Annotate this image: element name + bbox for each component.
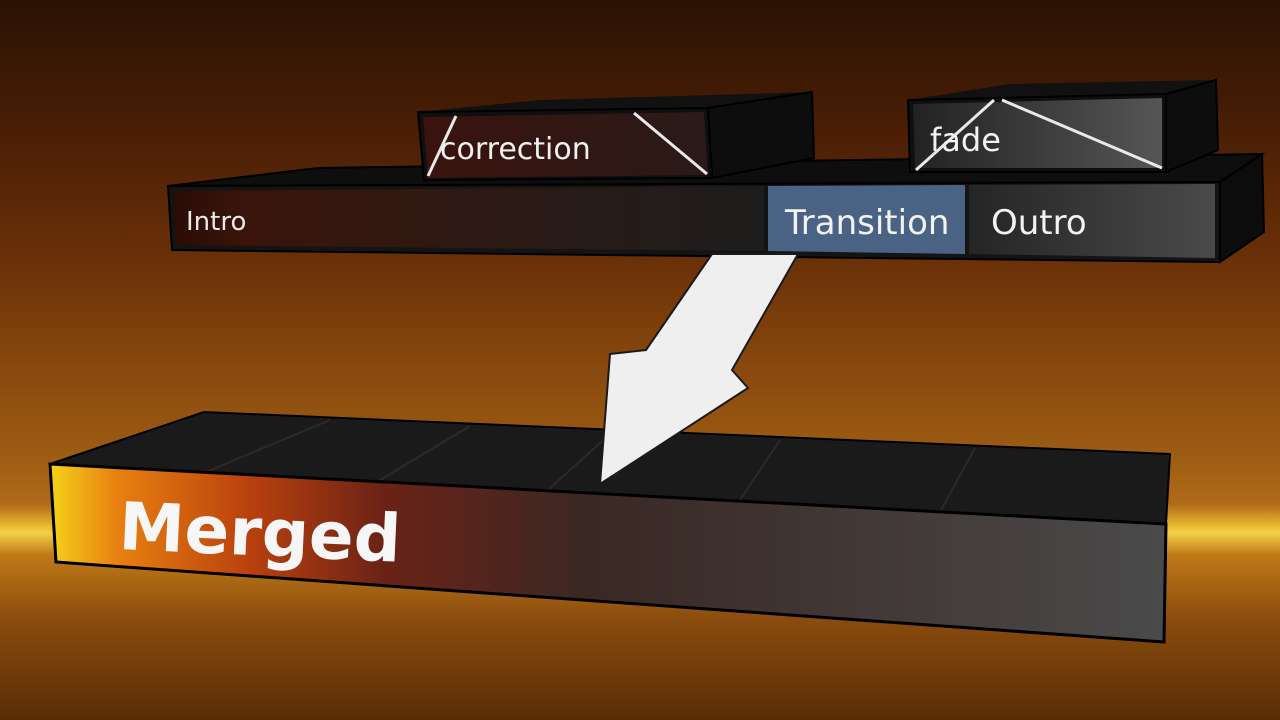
outro-segment: [969, 184, 1215, 258]
intro-segment: [173, 186, 764, 251]
transition-segment: [768, 185, 965, 254]
correction-fade-out-line: [633, 111, 708, 176]
correction-panel: [423, 112, 708, 178]
fade-out-line: [1001, 98, 1163, 170]
fade-label: fade: [930, 121, 1001, 159]
fade-in-line: [914, 98, 996, 172]
correction-fade-in-line: [426, 115, 458, 177]
merge-arrow: [598, 253, 800, 486]
intro-label: Intro: [186, 207, 246, 237]
correction-block: correction: [416, 90, 816, 182]
correction-label: correction: [440, 132, 591, 167]
timeline-track: Intro Transition Outro: [166, 152, 1266, 264]
merged-top-grid: [205, 419, 976, 513]
fade-block: fade: [906, 78, 1220, 174]
merged-label: Merged: [117, 488, 402, 578]
merged-front-face: [48, 462, 1168, 644]
outro-label: Outro: [991, 203, 1087, 243]
transition-label: Transition: [784, 203, 949, 243]
fade-top-face: [908, 80, 1216, 100]
